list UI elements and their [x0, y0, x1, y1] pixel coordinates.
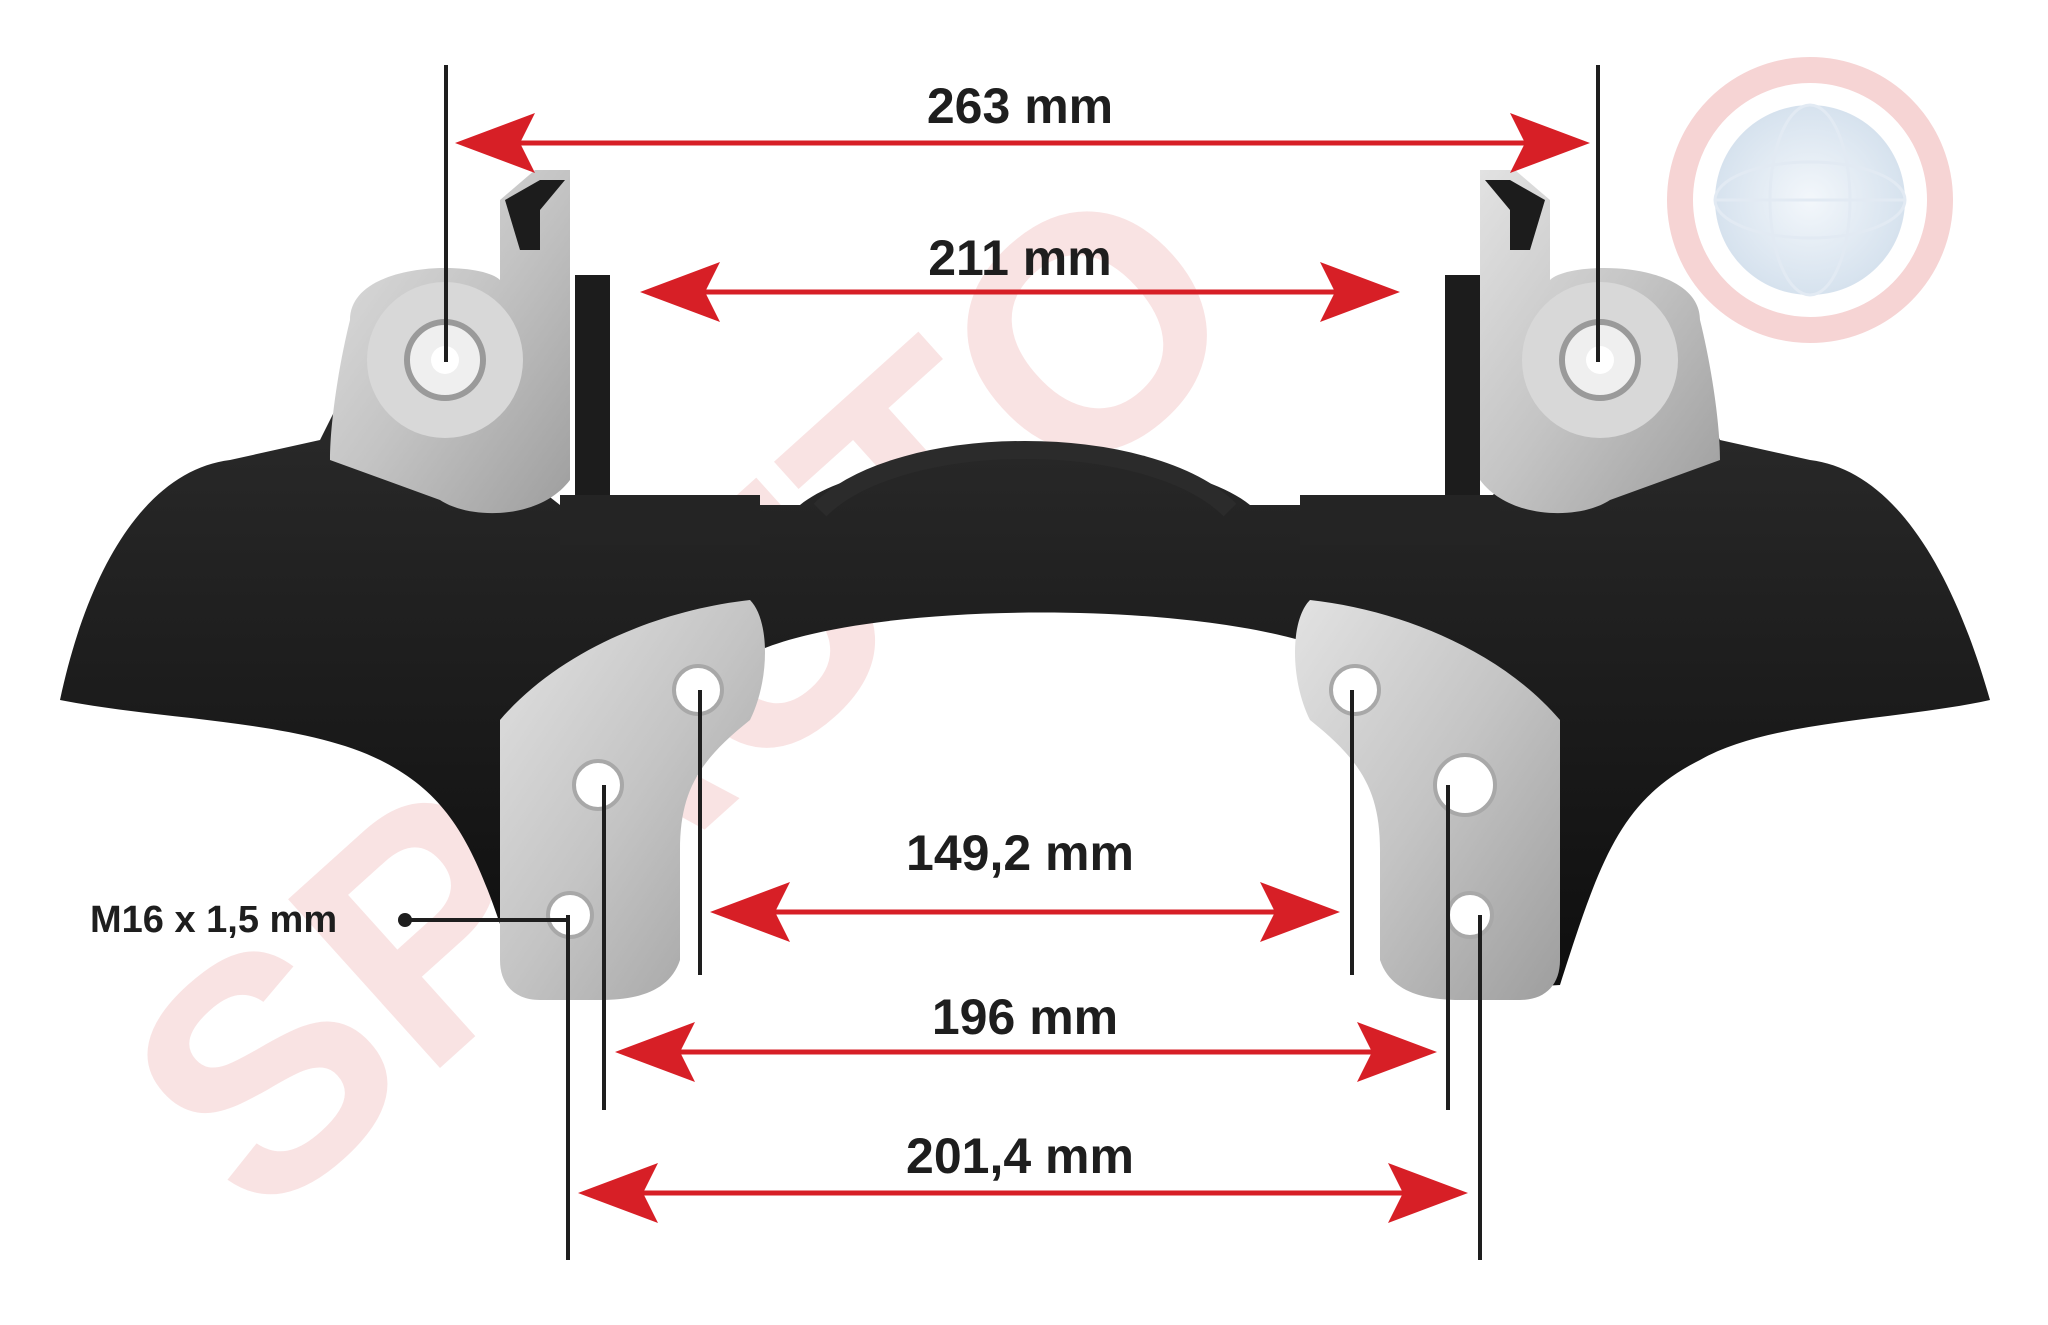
arrow-263	[455, 113, 1590, 173]
hole-right-lower	[1446, 891, 1494, 939]
label-thread: M16 x 1,5 mm	[90, 899, 337, 941]
dimension-arrows	[455, 113, 1590, 1223]
hole-right-upper	[1329, 664, 1381, 716]
label-263: 263 mm	[927, 78, 1113, 134]
guide-lines	[405, 65, 1600, 1260]
label-196: 196 mm	[932, 989, 1118, 1045]
arrow-149	[710, 882, 1340, 942]
hole-left-mid	[572, 759, 624, 811]
arrow-211	[640, 262, 1400, 322]
watermark-globe-logo	[1667, 57, 1953, 343]
left-rail	[575, 275, 610, 525]
label-149: 149,2 mm	[906, 825, 1134, 881]
right-rail	[1445, 275, 1480, 525]
dimension-labels: 263 mm 211 mm 149,2 mm 196 mm 201,4 mm M…	[90, 78, 1134, 1184]
label-211: 211 mm	[928, 230, 1111, 286]
caliper-carrier	[60, 170, 1990, 1000]
label-201: 201,4 mm	[906, 1128, 1134, 1184]
thread-leader-dot	[398, 913, 412, 927]
center-arch	[813, 441, 1237, 517]
arrow-196	[615, 1022, 1437, 1082]
arrow-201	[578, 1163, 1468, 1223]
hole-right-mid	[1433, 753, 1497, 817]
